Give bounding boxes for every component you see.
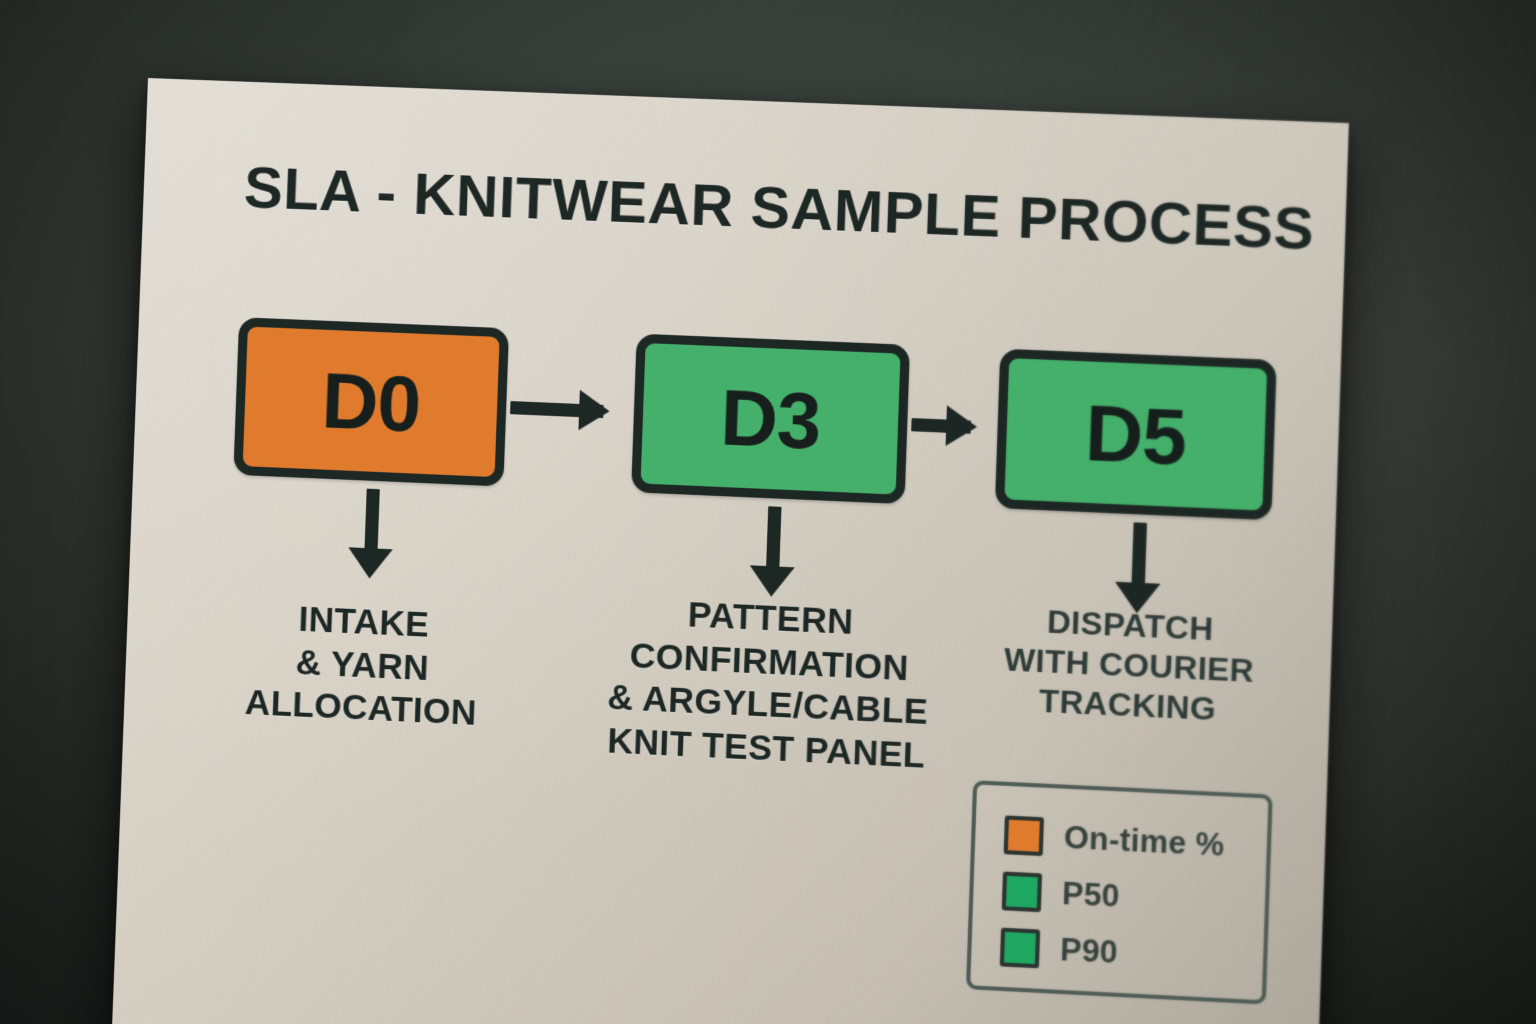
arrow-shaft [765, 506, 782, 571]
page-title: SLA - KNITWEAR SAMPLE PROCESS [242, 154, 1316, 263]
legend-swatch-on-time [1003, 814, 1045, 856]
stage-label-d3: D3 [718, 372, 822, 466]
arrow-head [945, 405, 978, 448]
arrow-shaft [364, 488, 380, 553]
arrow-down-icon-d3 [748, 506, 795, 598]
legend-item-p90: P90 [999, 918, 1264, 988]
stage-box-d0[interactable]: D0 [233, 317, 510, 487]
legend-swatch-p50 [1001, 870, 1043, 912]
arrow-down-icon-d0 [347, 488, 393, 580]
arrow-head [578, 389, 611, 432]
stage-caption-d3: PATTERN CONFIRMATION & ARGYLE/CABLE KNIT… [561, 589, 976, 781]
process-flow: D0 D3 D5 [233, 307, 1277, 527]
legend-swatch-p90 [999, 927, 1041, 968]
arrow-head [748, 565, 795, 598]
arrow-shaft [1131, 522, 1148, 588]
arrow-right-icon-d0-to-d3 [510, 389, 611, 432]
legend-label-on-time: On-time % [1063, 818, 1226, 863]
stage-label-d0: D0 [320, 355, 422, 449]
arrow-down-icon-d5 [1114, 522, 1161, 615]
legend-label-p90: P90 [1059, 931, 1119, 970]
stage-box-d5[interactable]: D5 [994, 348, 1277, 521]
printed-card: SLA - KNITWEAR SAMPLE PROCESS D0 D3 [111, 78, 1349, 1024]
legend-box: On-time % P50 P90 [965, 780, 1273, 1005]
stage-caption-d5: DISPATCH WITH COURIER TRACKING [941, 598, 1317, 735]
stage-caption-d0: INTAKE & YARN ALLOCATION [184, 593, 542, 739]
legend-label-p50: P50 [1061, 874, 1121, 914]
arrow-right-icon-d3-to-d5 [911, 405, 978, 448]
stage-box-d3[interactable]: D3 [631, 333, 911, 505]
stage-label-d5: D5 [1083, 387, 1188, 482]
printed-card-wrapper: SLA - KNITWEAR SAMPLE PROCESS D0 D3 [111, 78, 1349, 1024]
arrow-head [347, 547, 393, 580]
